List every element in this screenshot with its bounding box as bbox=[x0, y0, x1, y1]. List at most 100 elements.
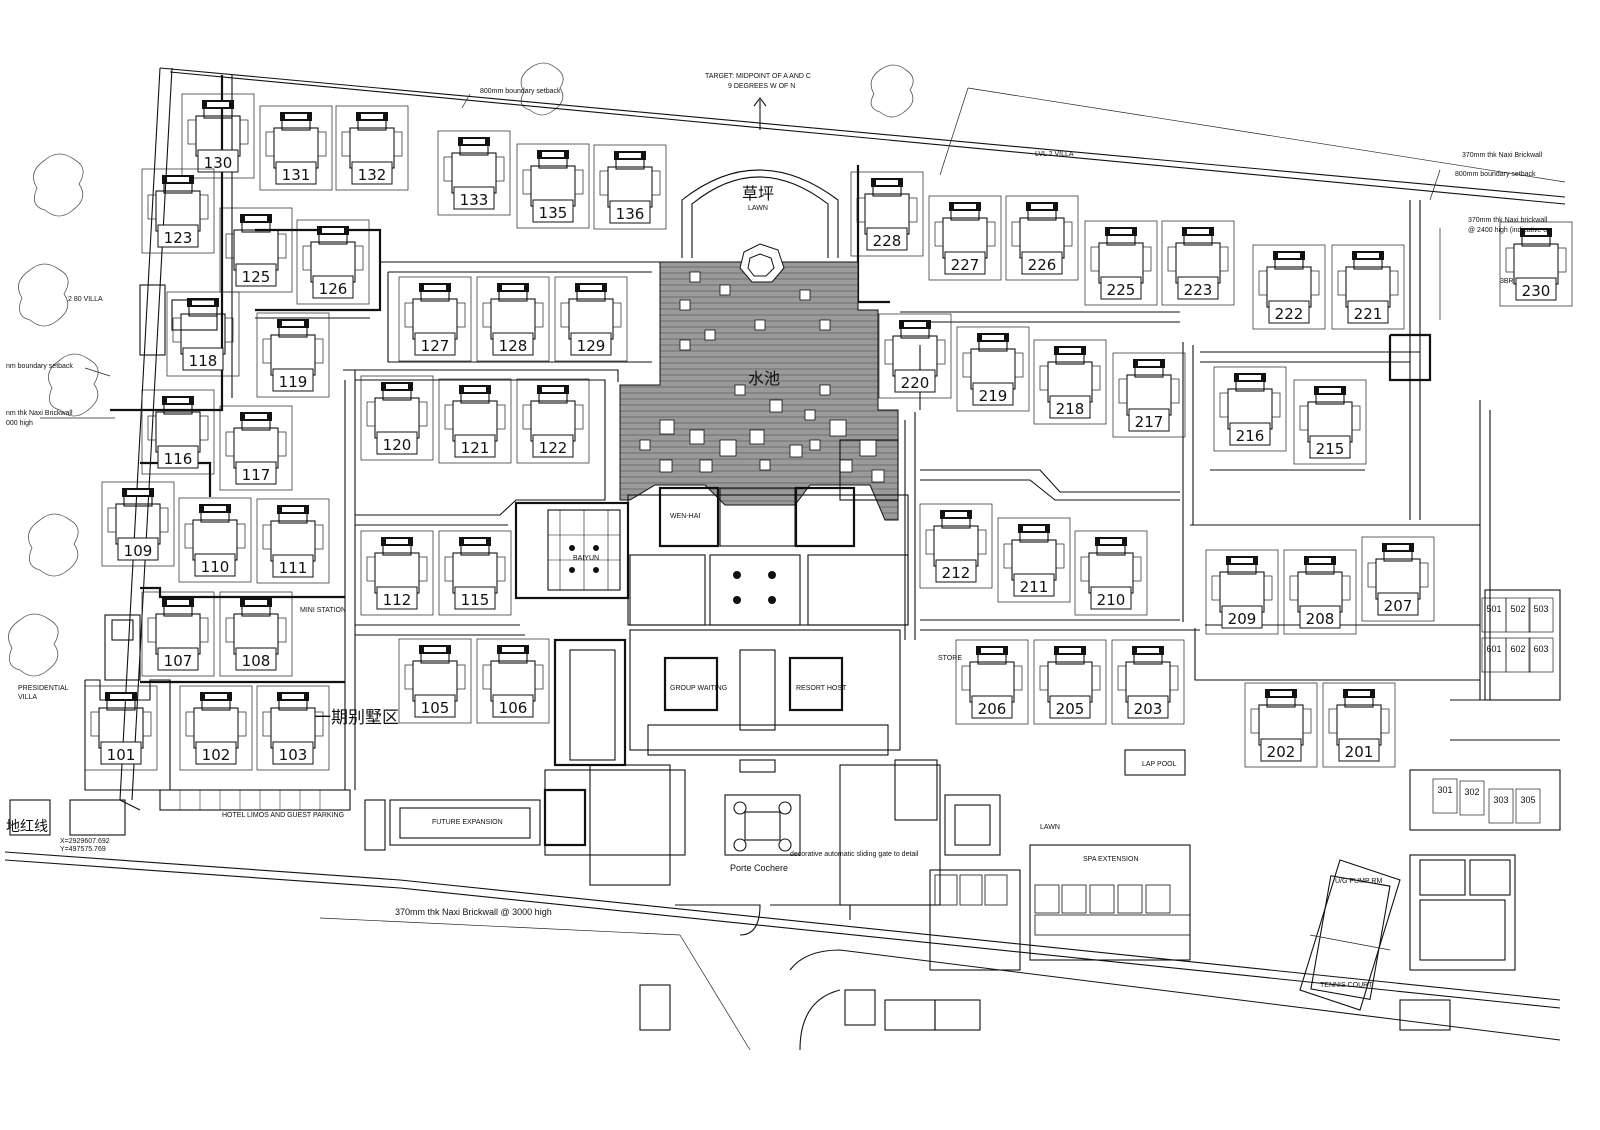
presidential-label-1: PRESIDENTIAL bbox=[18, 685, 69, 692]
villa-number: 222 bbox=[1275, 305, 1304, 323]
villa-number: 126 bbox=[319, 280, 348, 298]
villa-number: 102 bbox=[202, 746, 231, 764]
villa-number: 128 bbox=[499, 337, 528, 355]
villa-number: 201 bbox=[1345, 743, 1374, 761]
central-pool bbox=[619, 243, 899, 521]
villa-222: 222 bbox=[1252, 244, 1326, 330]
villa-130: 130 bbox=[181, 93, 255, 179]
villa-108: 108 bbox=[219, 591, 293, 677]
villa-220: 220 bbox=[878, 313, 952, 399]
villa-number: 130 bbox=[204, 154, 233, 172]
villa-206: 206 bbox=[955, 639, 1029, 725]
villa-number: 133 bbox=[460, 191, 489, 209]
villa-103: 103 bbox=[256, 685, 330, 771]
villa-207: 207 bbox=[1361, 536, 1435, 622]
villa-125: 125 bbox=[219, 207, 293, 293]
baiyun-label: BAIYUN bbox=[573, 555, 599, 562]
villa-120: 120 bbox=[360, 375, 434, 461]
villa-2-80-label: 2 80 VILLA bbox=[68, 296, 103, 303]
presidential-villa bbox=[84, 284, 218, 791]
villa-number: 127 bbox=[421, 337, 450, 355]
villa-number: 111 bbox=[279, 559, 308, 577]
villa-number: 123 bbox=[164, 229, 193, 247]
mini-station-label: MINI STATION bbox=[300, 607, 346, 614]
villa-223: 223 bbox=[1161, 220, 1235, 306]
lawn-arc bbox=[681, 169, 839, 258]
villa-109: 109 bbox=[101, 481, 175, 567]
villa-number: 103 bbox=[279, 746, 308, 764]
spa-extension-units bbox=[934, 874, 1191, 936]
villa-116: 116 bbox=[141, 389, 215, 475]
villa-111: 111 bbox=[256, 498, 330, 584]
villa-number: 228 bbox=[873, 232, 902, 250]
villa-227: 227 bbox=[928, 195, 1002, 281]
villa-201: 201 bbox=[1322, 682, 1396, 768]
tower-room-503: 503 bbox=[1533, 604, 1548, 614]
villa-number: 136 bbox=[616, 205, 645, 223]
villa-225: 225 bbox=[1084, 220, 1158, 306]
brickwall-right-label-2: @ 2400 high (indicative o bbox=[1468, 227, 1547, 234]
villa-123: 123 bbox=[141, 168, 215, 254]
villa-135: 135 bbox=[516, 143, 590, 229]
future-expansion-pool bbox=[364, 799, 541, 851]
villa-210: 210 bbox=[1074, 530, 1148, 616]
villa-number: 225 bbox=[1107, 281, 1136, 299]
villa-121: 121 bbox=[438, 378, 512, 464]
tower-room-302: 302 bbox=[1464, 787, 1479, 797]
villa-number: 122 bbox=[539, 439, 568, 457]
villa-202: 202 bbox=[1244, 682, 1318, 768]
brickwall-left-label-1: nm thk Naxi Brickwall bbox=[6, 410, 73, 417]
villa-number: 109 bbox=[124, 542, 153, 560]
tower-room-frame bbox=[1505, 597, 1531, 633]
gate-note-label: decorative automatic sliding gate to det… bbox=[790, 851, 919, 858]
villa-228: 228 bbox=[850, 171, 924, 257]
villa-number: 118 bbox=[189, 352, 218, 370]
lawn-small-label: LAWN bbox=[1040, 824, 1060, 831]
villa-216: 216 bbox=[1213, 366, 1287, 452]
brickwall-bottom-label: 370mm thk Naxi Brickwall @ 3000 high bbox=[395, 907, 552, 917]
tower-room-502: 502 bbox=[1510, 604, 1525, 614]
paths bbox=[110, 75, 1491, 790]
pool-cn-label: 水池 bbox=[748, 369, 780, 388]
villa-110: 110 bbox=[178, 497, 252, 583]
brickwall-right-label-1: 370mm thk Naxi brickwall bbox=[1468, 217, 1548, 224]
pump-room-label: U/G PUMP RM bbox=[1335, 878, 1382, 885]
tennis-court bbox=[1299, 859, 1401, 1011]
villa-209: 209 bbox=[1205, 549, 1279, 635]
villa-number: 217 bbox=[1135, 413, 1164, 431]
resort-host-label: RESORT HOST bbox=[796, 685, 847, 692]
villa-133: 133 bbox=[437, 130, 511, 216]
villa-215: 215 bbox=[1293, 379, 1367, 465]
villa-number: 221 bbox=[1354, 305, 1383, 323]
villa-129: 129 bbox=[554, 276, 628, 362]
villa-number: 107 bbox=[164, 652, 193, 670]
villa-number: 119 bbox=[279, 373, 308, 391]
villa-number: 219 bbox=[979, 387, 1008, 405]
villa-number: 110 bbox=[201, 558, 230, 576]
villa-218: 218 bbox=[1033, 339, 1107, 425]
south-east-block bbox=[1409, 589, 1561, 971]
tower-room-frame bbox=[1459, 780, 1485, 816]
tower-room-frame bbox=[1432, 778, 1458, 814]
tower-room-frame bbox=[1488, 788, 1514, 824]
lawn-en-label: LAWN bbox=[748, 205, 768, 212]
villa-number: 212 bbox=[942, 564, 971, 582]
villa-number: 115 bbox=[461, 591, 490, 609]
tower-room-303: 303 bbox=[1493, 795, 1508, 805]
target-label-1: TARGET: MIDPOINT OF A AND C bbox=[705, 73, 811, 80]
villa-number: 207 bbox=[1384, 597, 1413, 615]
coord-label-1: X=2929607.692 bbox=[60, 838, 110, 845]
lap-pool-label: LAP POOL bbox=[1142, 761, 1177, 768]
villa-number: 129 bbox=[577, 337, 606, 355]
villa-number: 203 bbox=[1134, 700, 1163, 718]
villa-136: 136 bbox=[593, 144, 667, 230]
villa-107: 107 bbox=[141, 591, 215, 677]
villa-number: 215 bbox=[1316, 440, 1345, 458]
villa-number: 230 bbox=[1522, 282, 1551, 300]
tower-room-frame bbox=[1505, 637, 1531, 673]
setback-left-label: nm boundary setback bbox=[6, 363, 73, 370]
villa-117: 117 bbox=[219, 405, 293, 491]
presidential-label-2: VILLA bbox=[18, 694, 37, 701]
tower-room-frame bbox=[1528, 597, 1554, 633]
